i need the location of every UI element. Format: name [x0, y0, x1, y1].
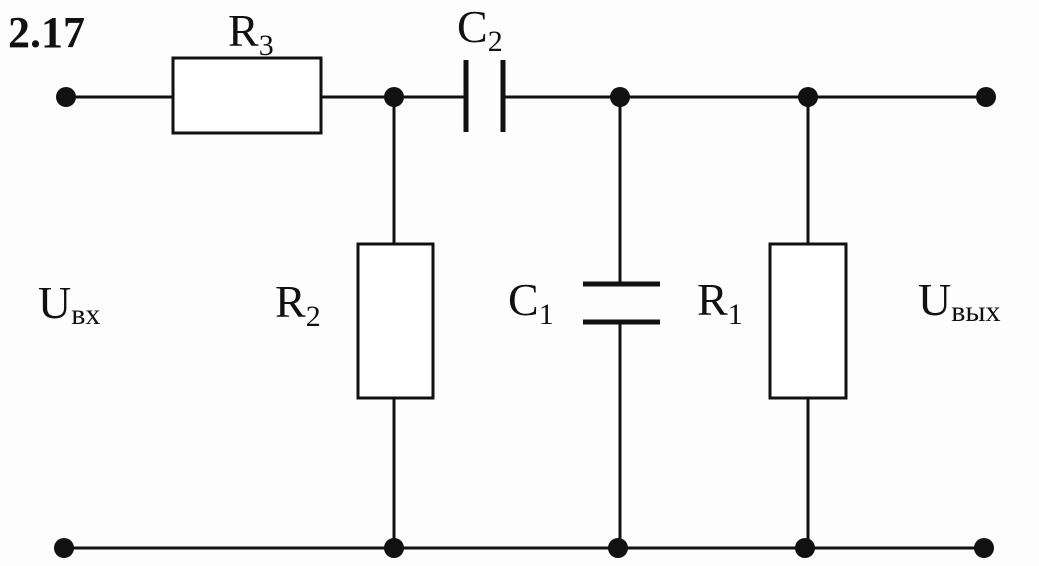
label-r3-sub: 3 — [259, 29, 274, 62]
label-c1-letter: C — [508, 274, 539, 325]
figure-number: 2.17 — [8, 8, 85, 57]
junction-dot-r1-top — [798, 87, 818, 107]
label-input-voltage-letter: U — [38, 277, 71, 328]
label-r1: R1 — [697, 274, 743, 331]
output-terminal-bottom — [974, 538, 994, 558]
junction-dot-r1-bottom — [795, 538, 815, 558]
input-terminal-bottom — [54, 538, 74, 558]
label-r3-letter: R — [228, 5, 259, 56]
label-c1: C1 — [508, 274, 554, 331]
label-output-voltage: Uвых — [918, 274, 1001, 328]
label-r1-sub: 1 — [728, 298, 743, 331]
label-r2: R2 — [275, 276, 321, 333]
label-c2: C2 — [457, 1, 503, 58]
resistor-r2 — [356, 242, 435, 400]
label-r1-letter: R — [697, 274, 728, 325]
resistor-r3 — [171, 56, 323, 135]
resistor-r1 — [768, 242, 848, 400]
label-output-voltage-letter: U — [918, 274, 951, 325]
junction-dot-r2-bottom — [384, 538, 404, 558]
label-r3: R3 — [228, 5, 274, 62]
label-c2-sub: 2 — [488, 25, 503, 58]
label-r2-letter: R — [275, 276, 306, 327]
output-terminal-top — [976, 87, 996, 107]
junction-dot-c1-bottom — [608, 538, 628, 558]
junction-dot-r2-top — [384, 87, 404, 107]
label-input-voltage: Uвх — [38, 277, 100, 331]
label-output-voltage-sub: вых — [951, 295, 1000, 328]
junction-dot-c1-top — [610, 87, 630, 107]
label-input-voltage-sub: вх — [71, 298, 100, 331]
label-r2-sub: 2 — [306, 300, 321, 333]
label-c2-letter: C — [457, 1, 488, 52]
label-c1-sub: 1 — [539, 298, 554, 331]
input-terminal-top — [56, 87, 76, 107]
